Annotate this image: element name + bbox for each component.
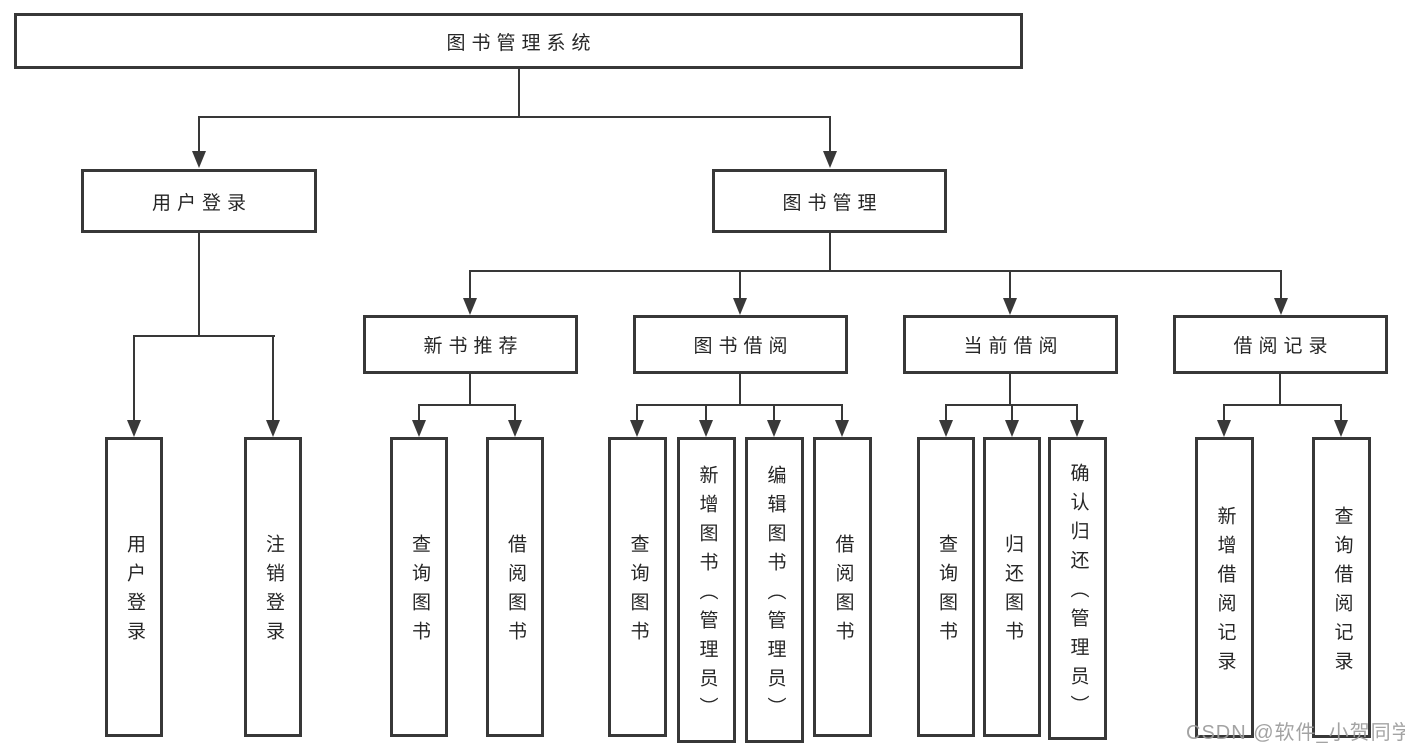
connector-line	[773, 404, 775, 422]
connector-line	[705, 404, 707, 422]
leaf-add-books-admin: 新增图书（管理员）	[677, 437, 736, 743]
connector-line	[198, 116, 831, 118]
leaf-query-books-borrowing: 查询图书	[608, 437, 667, 737]
node-label: 编辑图书（管理员）	[764, 464, 786, 726]
node-label: 图书管理系统	[446, 32, 597, 54]
node-book-borrowing: 图书借阅	[633, 315, 848, 374]
arrow-down-icon	[127, 420, 141, 437]
leaf-query-books-current: 查询图书	[917, 437, 975, 737]
connector-line	[945, 404, 947, 422]
node-label: 图书借阅	[693, 336, 794, 357]
arrow-down-icon	[1274, 298, 1288, 315]
connector-line	[133, 335, 275, 337]
node-label: 借阅图书	[832, 534, 854, 650]
connector-line	[841, 404, 843, 422]
connector-line	[198, 233, 200, 337]
connector-line	[1279, 374, 1281, 406]
connector-line	[636, 404, 843, 406]
node-label: 归还图书	[1001, 534, 1023, 650]
leaf-edit-books-admin: 编辑图书（管理员）	[745, 437, 804, 743]
connector-line	[1009, 374, 1011, 406]
connector-line	[198, 116, 200, 153]
arrow-down-icon	[1005, 420, 1019, 437]
leaf-query-borrow-record: 查询借阅记录	[1312, 437, 1371, 738]
connector-line	[739, 270, 741, 299]
arrow-down-icon	[463, 298, 477, 315]
connector-line	[829, 233, 831, 272]
connector-line	[518, 68, 520, 118]
node-label: 新增图书（管理员）	[696, 464, 718, 726]
arrow-down-icon	[939, 420, 953, 437]
node-label: 借阅图书	[504, 534, 526, 650]
leaf-user-login: 用户登录	[105, 437, 163, 737]
node-user-login: 用户登录	[81, 169, 317, 233]
csdn-watermark: CSDN @软件_小贺同学	[1186, 722, 1405, 744]
arrow-down-icon	[733, 298, 747, 315]
connector-line	[1009, 270, 1011, 299]
node-label: 用户登录	[123, 534, 145, 650]
node-label: 注销登录	[262, 534, 284, 650]
connector-line	[418, 404, 516, 406]
connector-line	[469, 270, 471, 299]
connector-line	[829, 116, 831, 153]
node-current-borrowing: 当前借阅	[903, 315, 1118, 374]
node-label: 查询图书	[935, 534, 957, 650]
connector-line	[418, 404, 420, 422]
connector-line	[1076, 404, 1078, 422]
connector-line	[636, 404, 638, 422]
node-label: 确认归还（管理员）	[1067, 463, 1089, 724]
node-new-book-recommendation: 新书推荐	[363, 315, 578, 374]
leaf-query-books-recommend: 查询图书	[390, 437, 448, 737]
node-label: 用户登录	[151, 192, 252, 214]
node-label: 图书管理	[782, 192, 883, 214]
connector-line	[1340, 404, 1342, 422]
arrow-down-icon	[508, 420, 522, 437]
arrow-down-icon	[767, 420, 781, 437]
arrow-down-icon	[1070, 420, 1084, 437]
arrow-down-icon	[835, 420, 849, 437]
arrow-down-icon	[630, 420, 644, 437]
connector-line	[514, 404, 516, 422]
arrow-down-icon	[699, 420, 713, 437]
arrow-down-icon	[192, 151, 206, 168]
arrow-down-icon	[1003, 298, 1017, 315]
node-label: 新书推荐	[423, 336, 524, 357]
node-label: 查询借阅记录	[1331, 505, 1353, 680]
leaf-borrow-books-recommend: 借阅图书	[486, 437, 544, 737]
leaf-confirm-return-admin: 确认归还（管理员）	[1048, 437, 1107, 740]
node-label: 新增借阅记录	[1214, 505, 1236, 680]
connector-line	[1223, 404, 1342, 406]
leaf-logout: 注销登录	[244, 437, 302, 737]
connector-line	[739, 374, 741, 406]
connector-line	[469, 270, 1282, 272]
connector-line	[1011, 404, 1013, 422]
node-label: 当前借阅	[963, 336, 1064, 357]
connector-line	[133, 335, 135, 422]
node-label: 借阅记录	[1233, 336, 1334, 357]
connector-line	[469, 374, 471, 406]
arrow-down-icon	[823, 151, 837, 168]
leaf-borrow-books-borrowing: 借阅图书	[813, 437, 872, 737]
node-book-management: 图书管理	[712, 169, 947, 233]
node-borrowing-records: 借阅记录	[1173, 315, 1388, 374]
node-label: 查询图书	[408, 534, 430, 650]
node-label: 查询图书	[627, 534, 649, 650]
leaf-return-books: 归还图书	[983, 437, 1041, 737]
connector-line	[1280, 270, 1282, 299]
arrow-down-icon	[266, 420, 280, 437]
connector-line	[272, 335, 274, 422]
leaf-add-borrow-record: 新增借阅记录	[1195, 437, 1254, 738]
arrow-down-icon	[1217, 420, 1231, 437]
connector-line	[1223, 404, 1225, 422]
arrow-down-icon	[412, 420, 426, 437]
node-library-management-system: 图书管理系统	[14, 13, 1023, 69]
arrow-down-icon	[1334, 420, 1348, 437]
